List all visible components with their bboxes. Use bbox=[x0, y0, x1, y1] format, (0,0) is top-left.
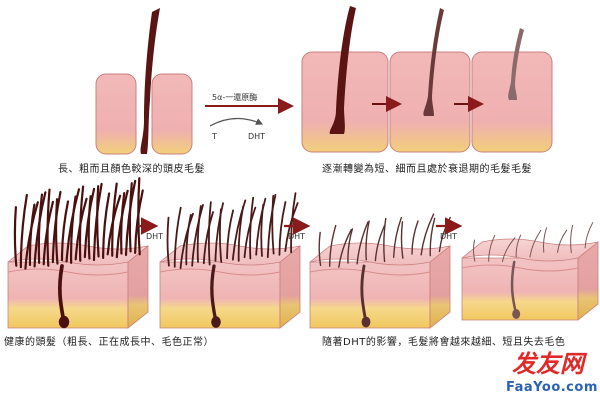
skin-block-2 bbox=[159, 192, 301, 329]
dht-arrow-label-3: DHT bbox=[440, 232, 458, 241]
skin-block-4 bbox=[461, 222, 599, 321]
dht-label-top: DHT bbox=[248, 132, 266, 141]
top-right-caption: 逐漸轉變為短、細而且處於衰退期的毛髮毛髮 bbox=[322, 164, 532, 175]
bottom-right-caption: 隨著DHT的影響，毛髮將會越來越細、短且失去毛色 bbox=[322, 337, 566, 348]
skin-block-1 bbox=[7, 177, 149, 329]
watermark-domain: FaaYoo.com bbox=[506, 380, 598, 395]
dht-arrow-label-1: DHT bbox=[146, 232, 164, 241]
large-follicle bbox=[95, 8, 193, 155]
watermark-brand: 发友网 bbox=[512, 349, 584, 378]
dht-arrow-label-2: DHT bbox=[288, 232, 306, 241]
t-label: T bbox=[212, 132, 217, 141]
conversion-arrow bbox=[205, 98, 294, 127]
skin-block-3 bbox=[309, 213, 451, 329]
shrinking-follicles bbox=[301, 6, 553, 153]
conversion-label: 5α-一還原酶 bbox=[212, 93, 258, 102]
bottom-left-caption: 健康的頭髮（粗長、正在成長中、毛色正常） bbox=[4, 337, 214, 348]
top-left-caption: 長、粗而且顏色較深的頭皮毛髮 bbox=[58, 164, 205, 175]
skin-blocks bbox=[7, 177, 599, 329]
